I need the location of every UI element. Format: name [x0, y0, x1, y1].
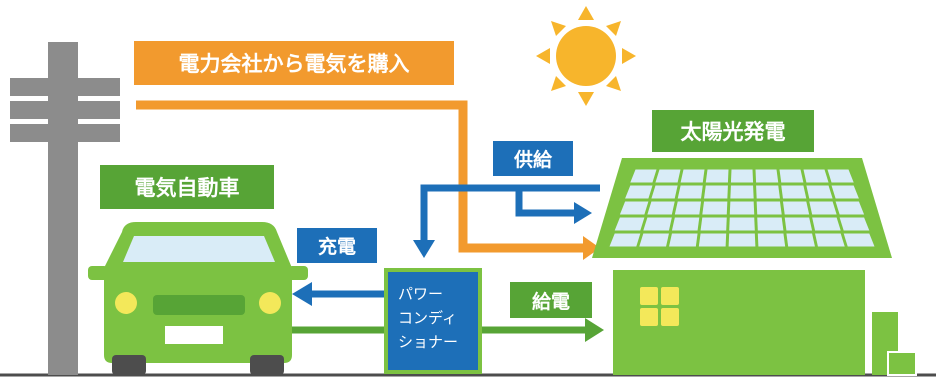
solar-cell: [831, 185, 859, 199]
solar-cell: [614, 217, 645, 231]
solar-cell: [677, 185, 703, 199]
supply-flow-line: [420, 184, 600, 243]
solar-cell: [705, 169, 729, 183]
feed-label: 給電: [510, 282, 592, 318]
power-conditioner-box: パワー コンディ ショナー: [384, 268, 482, 374]
solar-cell: [781, 185, 807, 199]
sun-icon: [536, 6, 636, 106]
solar-cell: [755, 169, 779, 183]
power-conditioner-line3: ショナー: [398, 333, 459, 351]
supply-label: 供給: [493, 141, 573, 176]
charge-label-text: 充電: [318, 235, 356, 258]
solar-cell: [756, 185, 780, 199]
solar-cell: [786, 233, 815, 247]
solar-cell: [779, 169, 804, 183]
solar-cell: [730, 169, 754, 183]
solar-cell: [619, 201, 649, 215]
solar-cell: [704, 185, 728, 199]
solar-cell: [782, 201, 810, 215]
power-conditioner-line2: コンディ: [398, 309, 457, 327]
solar-cell: [730, 185, 754, 199]
solar-cell: [756, 201, 782, 215]
solar-cell: [671, 217, 700, 231]
solar-cell: [843, 233, 875, 247]
purchase-label: 電力会社から電気を購入: [134, 41, 454, 85]
house-window-icon: [640, 287, 679, 326]
solar-cell: [827, 169, 854, 183]
solar-cell: [784, 217, 813, 231]
solar-cell: [625, 185, 653, 199]
solar-cell: [680, 169, 705, 183]
solar-cell: [669, 233, 698, 247]
supply-down-arrowhead: [413, 240, 435, 258]
solar-label: 太陽光発電: [652, 110, 814, 152]
solar-cell: [839, 217, 870, 231]
solar-cell: [639, 233, 669, 247]
solar-cell: [700, 217, 727, 231]
solar-cell: [655, 169, 681, 183]
solar-cell: [803, 169, 829, 183]
feed-arrowhead: [585, 318, 604, 342]
solar-cell: [674, 201, 702, 215]
solar-cell: [651, 185, 678, 199]
purchase-label-text: 電力会社から電気を購入: [179, 52, 410, 76]
solar-cell: [630, 169, 657, 183]
solar-cell: [643, 217, 672, 231]
solar-cell: [729, 217, 755, 231]
solar-cell: [812, 217, 841, 231]
feed-label-text: 給電: [532, 290, 570, 313]
solar-cell: [729, 201, 755, 215]
solar-cell: [728, 233, 756, 247]
supply-to-panel-line: [515, 188, 576, 217]
solar-cell: [757, 233, 786, 247]
solar-cell: [702, 201, 728, 215]
charge-label: 充電: [297, 228, 377, 263]
purchase-arrowhead: [583, 236, 600, 260]
solar-cell: [757, 217, 784, 231]
power-conditioner-line1: パワー: [398, 285, 444, 303]
ev-label: 電気自動車: [100, 165, 274, 209]
solar-panel-grid: [609, 169, 875, 247]
solar-cell: [647, 201, 675, 215]
charge-arrowhead: [292, 282, 312, 306]
purchase-flow-arrow: [136, 100, 583, 253]
utility-pole-icon: [10, 42, 120, 375]
solar-cell: [806, 185, 833, 199]
solar-cell: [809, 201, 837, 215]
house-side-box-small: [887, 351, 917, 376]
ev-label-text: 電気自動車: [135, 176, 240, 200]
solar-cell: [609, 233, 641, 247]
supply-to-panel-arrowhead: [574, 202, 592, 224]
solar-label-text: 太陽光発電: [681, 120, 786, 144]
electric-car-icon: [88, 222, 308, 375]
solar-cell: [815, 233, 845, 247]
solar-cell: [835, 201, 865, 215]
solar-cell: [698, 233, 727, 247]
supply-label-text: 供給: [513, 148, 553, 171]
